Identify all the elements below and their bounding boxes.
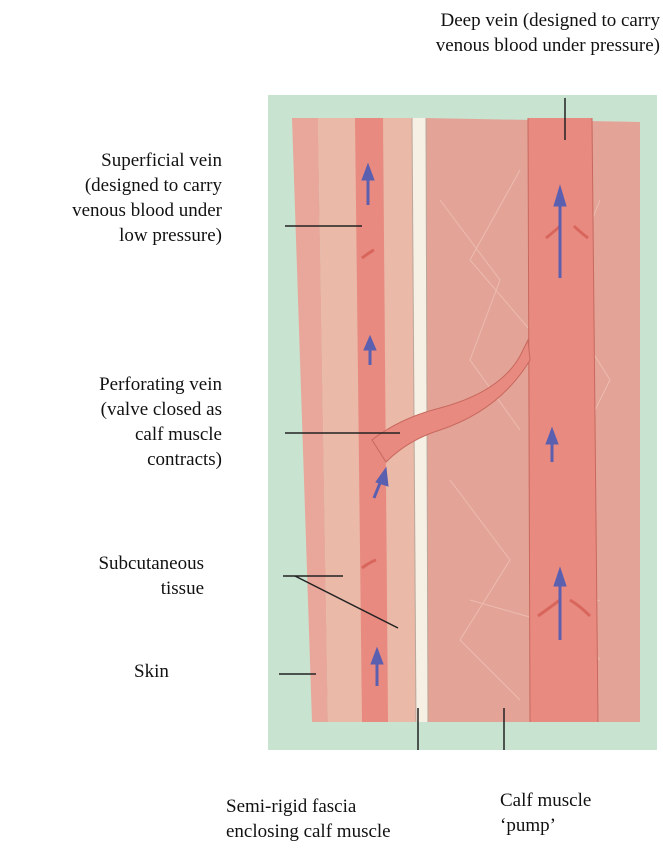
label-deep-vein: Deep vein (designed to carry venous bloo… (330, 8, 660, 58)
label-subcutaneous-tissue: Subcutaneous tissue (0, 551, 204, 601)
deep-vein (528, 118, 598, 722)
label-superficial-vein: Superficial vein (designed to carry veno… (0, 148, 222, 248)
label-fascia: Semi-rigid fascia enclosing calf muscle (226, 794, 391, 844)
label-perforating-vein: Perforating vein (valve closed as calf m… (0, 372, 222, 472)
label-skin: Skin (134, 659, 169, 684)
label-calf-muscle-pump: Calf muscle ‘pump’ (500, 788, 591, 838)
